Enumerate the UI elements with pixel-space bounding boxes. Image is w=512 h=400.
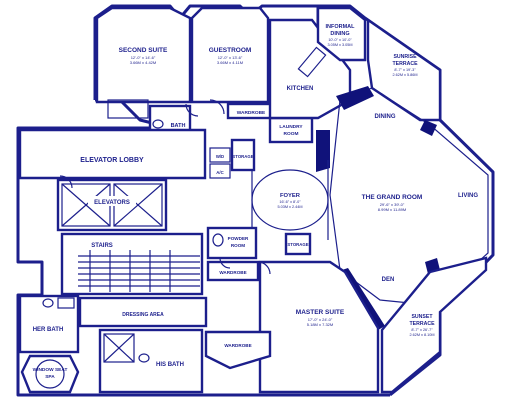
foyer-dims: 16'-6" x 8'-0" — [279, 200, 301, 204]
room-sunrise-terrace: SUNRISE TERRACE 8'-7" x 19'-3" 2.62M x 5… — [366, 17, 442, 122]
his-shower — [103, 333, 135, 363]
foyer-metric: 5.03M x 2.44M — [277, 205, 302, 209]
dining-label: DINING — [375, 114, 396, 120]
dressing-area-label: DRESSING AREA — [122, 312, 164, 318]
second-suite-dims: 12'-0" x 14'-6" — [131, 55, 156, 60]
room-wardrobe-lower: WARDROBE — [204, 330, 272, 370]
den-label: DEN — [382, 277, 395, 283]
room-second-suite: SECOND SUITE 12'-0" x 14'-6" 3.66M x 4.4… — [95, 6, 192, 119]
room-sunset-terrace: SUNSET TERRACE 8'-7" x 26'-7" 2.62M x 8.… — [380, 256, 488, 394]
powder-room-label-2: ROOM — [231, 243, 245, 248]
ac-label: A/C — [216, 170, 223, 175]
spa-label: SPA — [45, 374, 55, 380]
his-bath-label: HIS BATH — [156, 362, 184, 368]
grand-room-dims: 29'-6" x 39'-0" — [380, 202, 405, 207]
walk-in-closet — [107, 99, 149, 119]
sunrise-terrace-label-1: SUNRISE — [393, 54, 417, 60]
sunset-terrace-dims: 8'-7" x 26'-7" — [411, 328, 433, 332]
laundry-label-2: ROOM — [284, 131, 299, 137]
master-suite-dims: 17'-0" x 24'-0" — [308, 317, 333, 322]
wd-label: W/D — [216, 154, 224, 159]
sunrise-terrace-metric: 2.62M x 5.86M — [392, 73, 417, 77]
her-toilet-icon — [42, 298, 54, 308]
room-master-suite: MASTER SUITE 17'-0" x 24'-0" 5.18M x 7.3… — [258, 260, 380, 394]
guestroom-label: GUESTROOM — [209, 47, 252, 54]
guestroom-metric: 3.66M x 4.11M — [217, 60, 243, 65]
sunrise-terrace-label-2: TERRACE — [392, 61, 418, 67]
grand-room-label: THE GRAND ROOM — [362, 194, 423, 201]
room-foyer: FOYER 16'-6" x 8'-0" 5.03M x 2.44M — [251, 160, 329, 240]
his-toilet-icon — [138, 353, 150, 363]
informal-dining-dims: 10'-0" x 10'-0" — [328, 38, 352, 42]
spa-tub — [35, 359, 65, 389]
second-suite-label: SECOND SUITE — [119, 47, 168, 54]
room-elevators: ELEVATORS — [56, 178, 168, 232]
room-storage-upper: STORAGE W/D A/C — [209, 138, 256, 179]
second-suite-metric: 3.66M x 4.42M — [130, 60, 156, 65]
elevators-label: ELEVATORS — [94, 200, 130, 206]
guestroom-dims: 12'-0" x 13'-6" — [218, 55, 243, 60]
dark-wall-mid — [316, 130, 330, 172]
sunset-terrace-label-2: TERRACE — [409, 321, 435, 327]
room-wardrobe-mid: WARDROBE — [206, 260, 260, 282]
wardrobe-upper-label: WARDROBE — [237, 110, 266, 116]
room-dressing-area: DRESSING AREA — [78, 296, 208, 328]
living-label: LIVING — [458, 193, 478, 199]
laundry-label-1: LAUNDRY — [279, 124, 303, 130]
kitchen-island — [297, 46, 327, 78]
bath-label: BATH — [171, 123, 186, 129]
informal-dining-metric: 3.05M x 3.05M — [327, 43, 352, 47]
outer-walls — [16, 4, 495, 397]
sunset-terrace-metric: 2.62M x 8.10M — [409, 333, 434, 337]
storage-upper-label: STORAGE — [232, 154, 253, 159]
wardrobe-lower-label: WARDROBE — [224, 343, 251, 348]
room-stairs: STAIRS — [60, 232, 204, 296]
powder-toilet-icon — [212, 233, 224, 247]
room-storage-lower: STORAGE — [284, 232, 312, 256]
room-wardrobe-upper: WARDROBE — [226, 102, 276, 120]
dark-wall-upper — [336, 86, 374, 110]
her-sink — [57, 297, 75, 309]
wd-closet — [209, 147, 231, 163]
powder-room-label-1: POWDER — [228, 236, 249, 241]
foyer-label: FOYER — [280, 193, 301, 199]
room-laundry: LAUNDRY ROOM — [268, 116, 314, 144]
toilet-icon — [152, 119, 164, 129]
storage-lower-label: STORAGE — [287, 242, 308, 247]
informal-dining-label-1: INFORMAL — [325, 24, 355, 30]
her-bath-label: HER BATH — [33, 327, 64, 333]
stairs-label: STAIRS — [91, 243, 113, 249]
kitchen-label: KITCHEN — [287, 86, 314, 92]
room-powder-room: POWDER ROOM — [206, 226, 258, 260]
room-window-seat-spa: WINDOW SEAT SPA — [20, 354, 80, 394]
informal-dining-label-2: DINING — [330, 31, 349, 37]
sunrise-terrace-dims: 8'-7" x 19'-3" — [394, 68, 416, 72]
master-suite-metric: 5.18M x 7.32M — [307, 322, 333, 327]
door-swings — [59, 99, 271, 275]
grand-room-metric: 8.99M x 11.89M — [378, 207, 406, 212]
master-suite-label: MASTER SUITE — [296, 309, 345, 316]
column-upper — [420, 120, 437, 136]
room-his-bath: HIS BATH — [98, 328, 204, 394]
elevator-lobby-label: ELEVATOR LOBBY — [80, 157, 144, 164]
stair-treads — [78, 250, 200, 292]
sunset-terrace-label-1: SUNSET — [411, 314, 433, 320]
window-seat-label: WINDOW SEAT — [33, 367, 68, 373]
room-elevator-lobby: ELEVATOR LOBBY — [18, 128, 207, 180]
room-her-bath: HER BATH — [18, 294, 80, 354]
ac-closet — [209, 163, 231, 179]
wardrobe-mid-label: WARDROBE — [219, 270, 246, 275]
room-guestroom: GUESTROOM 12'-0" x 13'-6" 3.66M x 4.11M — [190, 6, 270, 104]
room-informal-dining: INFORMAL DINING 10'-0" x 10'-0" 3.05M x … — [316, 6, 367, 62]
